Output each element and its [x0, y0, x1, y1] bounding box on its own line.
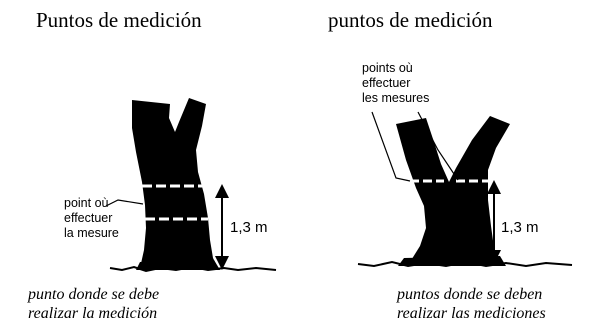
right-callout-line-3: les mesures	[362, 91, 429, 105]
right-tree-diagram: points où effectuer les mesures 1,3 m	[357, 61, 573, 268]
left-callout-line-3: la mesure	[64, 226, 119, 240]
left-tree-trunk	[132, 98, 218, 268]
left-ground-line	[109, 265, 277, 273]
right-diagram-panel: puntos de medición points où effectuer l…	[300, 0, 596, 331]
left-callout-leader	[105, 199, 144, 207]
right-callout-leader-1	[371, 111, 411, 182]
right-arrow-down-head	[487, 250, 501, 264]
right-ground-line	[357, 260, 573, 268]
left-arrow-down-head	[215, 256, 229, 270]
right-caption: puntos donde se deben realizar las medic…	[397, 285, 546, 323]
left-caption-line-2: realizar la medición	[28, 305, 158, 322]
left-arrow-up-head	[215, 184, 229, 198]
left-caption-line-1: punto donde se debe	[28, 286, 160, 303]
right-callout-leader-2	[417, 111, 459, 181]
right-caption-line-1: puntos donde se deben	[397, 286, 543, 303]
right-panel-title: puntos de medición	[328, 8, 493, 32]
left-height-label: 1,3 m	[230, 219, 268, 236]
right-callout-line-2: effectuer	[362, 76, 410, 90]
left-callout-line-1: point où	[64, 196, 109, 210]
right-callout-line-1: points où	[362, 61, 413, 75]
right-arrow-up-head	[487, 180, 501, 194]
right-height-label: 1,3 m	[501, 219, 539, 236]
left-caption: punto donde se debe realizar la medición	[28, 285, 159, 323]
left-diagram-panel: Puntos de medición point où effectuer la…	[28, 8, 277, 323]
left-tree-diagram: point où effectuer la mesure 1,3 m	[64, 98, 277, 273]
left-panel-title: Puntos de medición	[36, 8, 202, 32]
left-callout-line-2: effectuer	[64, 211, 112, 225]
right-tree-trunk	[396, 116, 510, 262]
right-caption-line-2: realizar las mediciones	[397, 305, 546, 322]
